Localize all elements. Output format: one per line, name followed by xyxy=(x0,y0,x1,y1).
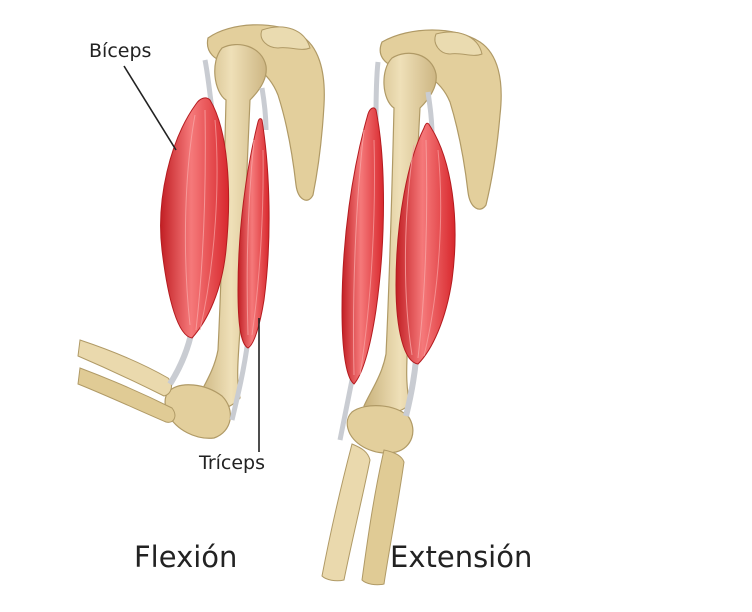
flexion-forearm-lower xyxy=(77,367,176,423)
extension-arm xyxy=(321,29,502,586)
extension-biceps-muscle xyxy=(341,107,384,385)
flexion-biceps-fiber xyxy=(195,109,206,331)
flexion-forearm-upper xyxy=(77,339,172,397)
extension-triceps-fiber xyxy=(417,139,428,359)
flexion-triceps-tendon-top xyxy=(259,87,269,131)
flexion-biceps-muscle xyxy=(160,97,230,339)
extension-forearm-right xyxy=(361,449,405,586)
flexion-triceps-muscle xyxy=(237,118,270,349)
extension-biceps-fiber xyxy=(359,139,375,376)
flexion-biceps-tendon-bottom xyxy=(167,329,195,386)
flexion-biceps-fiber xyxy=(199,119,218,331)
flexion-caption: Flexión xyxy=(134,540,238,574)
flexion-triceps-tendon-bottom xyxy=(229,339,251,421)
extension-elbow xyxy=(346,405,414,454)
flexion-triceps-fiber xyxy=(246,139,255,336)
flexion-biceps-fiber xyxy=(184,114,196,326)
flexion-arm xyxy=(77,24,325,439)
triceps-label: Tríceps xyxy=(199,452,265,474)
extension-triceps-fiber xyxy=(404,144,415,356)
extension-caption: Extensión xyxy=(390,540,533,574)
extension-acromion xyxy=(434,31,483,56)
extension-triceps-fiber xyxy=(423,149,442,357)
extension-biceps-fiber xyxy=(352,129,365,376)
extension-forearm-left xyxy=(321,443,371,582)
flexion-acromion xyxy=(260,26,311,50)
extension-biceps-tendon-bottom xyxy=(337,379,355,441)
biceps-leader-line xyxy=(123,65,177,151)
biceps-label: Bíceps xyxy=(89,40,152,62)
flexion-triceps-fiber xyxy=(251,149,264,336)
extension-triceps-tendon-bottom xyxy=(403,359,419,417)
